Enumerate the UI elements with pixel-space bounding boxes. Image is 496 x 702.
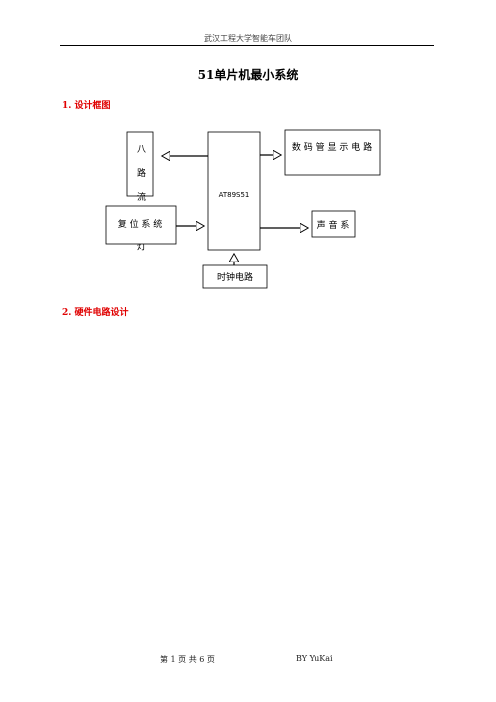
page-header: 武汉工程大学智能车团队: [204, 34, 292, 43]
display-label: 数 码 管 显 示 电 路: [292, 141, 372, 153]
section-heading-2: 2. 硬件电路设计: [62, 308, 129, 318]
document-title: 51单片机最小系统: [197, 68, 299, 82]
display-block: [284, 129, 381, 176]
author-credit: BY YuKai: [296, 654, 333, 663]
block-diagram: 八 路 流 水 灯 AT89S51 数 码 管 显 示 电 路 复 位 系 统 …: [105, 129, 381, 289]
led-block: [126, 131, 154, 197]
reset-block: [105, 205, 177, 245]
header-divider: [60, 45, 434, 46]
sound-block: [311, 210, 356, 238]
sound-label: 声 音 系: [317, 219, 350, 231]
clock-label: 时钟电路: [217, 271, 253, 283]
mcu-block: [207, 131, 261, 251]
reset-label: 复 位 系 统: [118, 218, 163, 230]
clock-block: [202, 264, 268, 289]
section-heading-1: 1. 设计框图: [62, 101, 111, 111]
page-number: 第 1 页 共 6 页: [160, 655, 215, 664]
mcu-label: AT89S51: [219, 191, 250, 199]
